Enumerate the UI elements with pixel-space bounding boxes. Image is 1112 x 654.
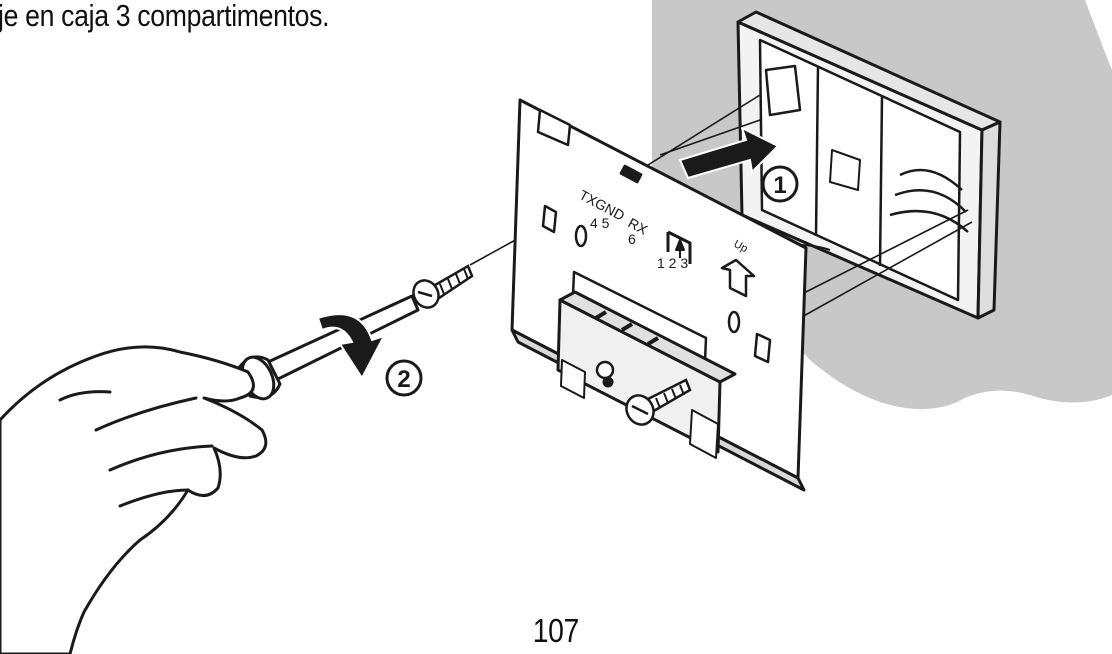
rotate-arrow-icon <box>316 313 387 380</box>
label-up: Up <box>732 238 750 255</box>
step-2-number: 2 <box>397 366 410 393</box>
mounting-plate <box>510 98 808 492</box>
section-heading: je en caja 3 compartimentos. <box>0 0 330 33</box>
screw-lower <box>625 378 692 426</box>
screwdriver <box>234 294 420 401</box>
page-number: 107 <box>0 612 1112 650</box>
step-2-callout: 2 <box>385 359 423 397</box>
label-6: 6 <box>628 231 636 247</box>
label-1-2-3: 1 2 3 <box>657 255 688 271</box>
page-number-text: 107 <box>532 612 580 649</box>
up-arrow-icon <box>720 258 756 298</box>
insert-arrow-icon <box>678 126 780 180</box>
label-4-5: 4 5 <box>590 215 610 231</box>
hand-illustration <box>0 345 268 654</box>
step-1-number: 1 <box>773 172 786 199</box>
screw-upper <box>412 264 474 309</box>
wall-box <box>736 10 1002 320</box>
step-1-callout: 1 <box>761 165 799 203</box>
